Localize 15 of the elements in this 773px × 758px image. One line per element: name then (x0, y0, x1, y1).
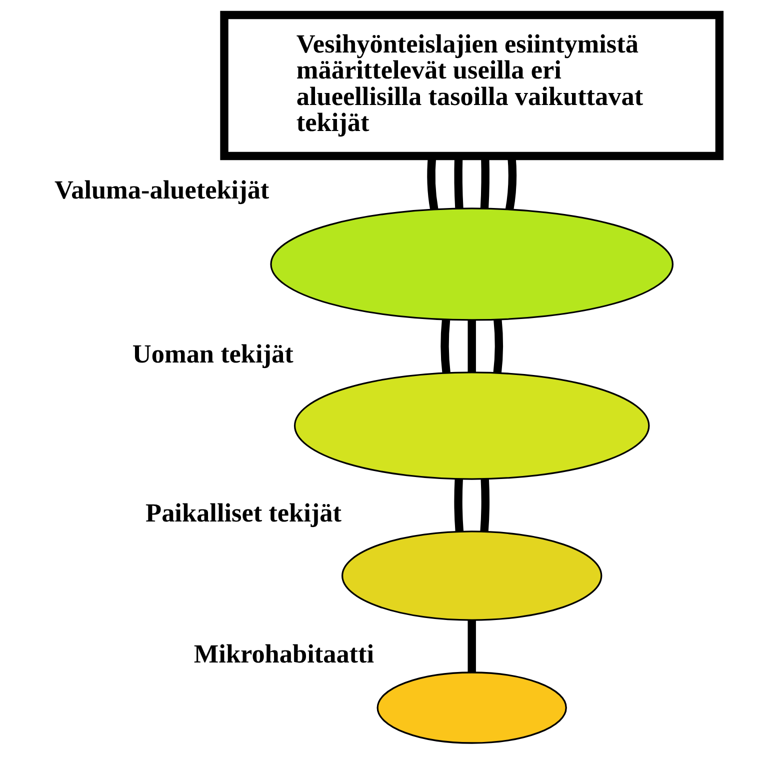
node-label: Paikalliset tekijät (145, 498, 341, 528)
connector (454, 478, 464, 532)
connector (467, 620, 476, 672)
connector (480, 478, 489, 532)
connector (492, 319, 502, 374)
node-label: Valuma-aluetekijät (54, 175, 269, 204)
node-ellipse (270, 208, 674, 321)
node-box: Vesihyönteislajien esiintymistä määrittelevät useilla eri alueellisilla tasoilla vaikuttavat tekijät (220, 10, 724, 160)
connector (467, 320, 476, 372)
node-ellipse (341, 530, 602, 621)
node-ellipse (376, 672, 566, 744)
connector (440, 319, 450, 374)
node-label: Uoman tekijät (132, 339, 293, 368)
node-label: Mikrohabitaatti (193, 639, 374, 668)
node-ellipse (293, 372, 650, 480)
